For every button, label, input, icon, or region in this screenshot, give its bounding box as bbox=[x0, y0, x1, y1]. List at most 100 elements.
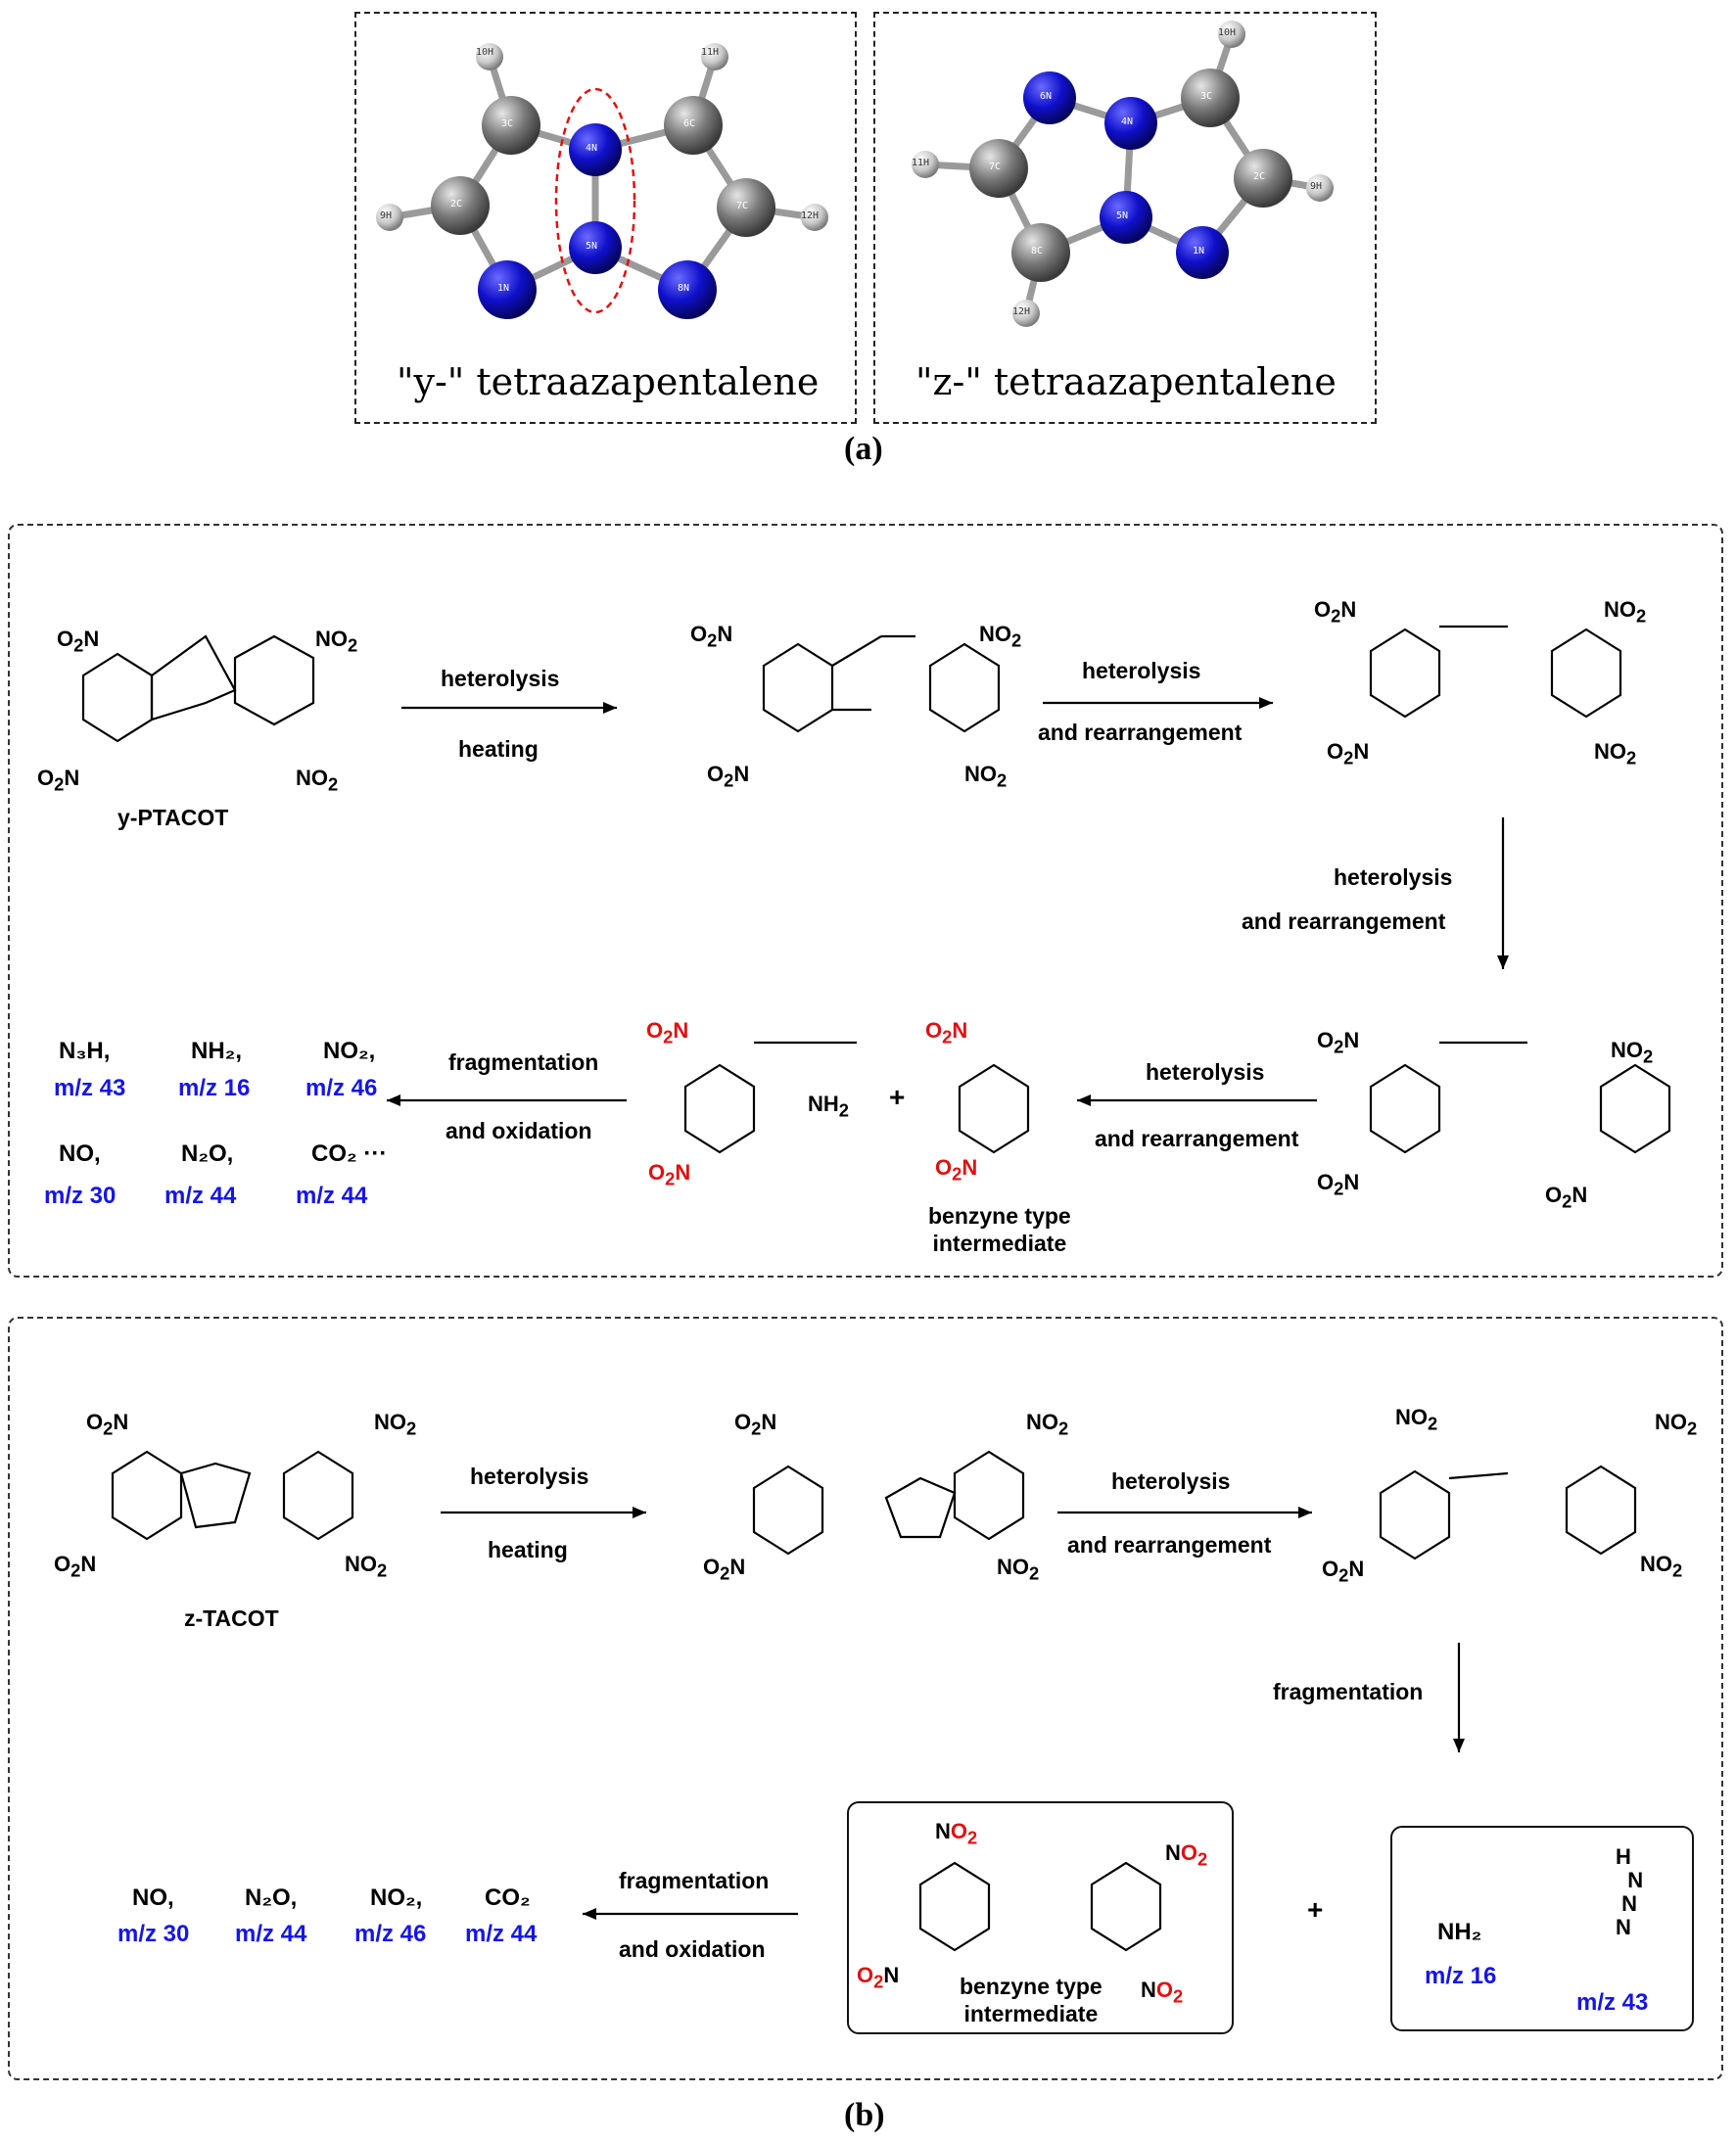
y-int3-no2-label: O2N bbox=[1545, 1183, 1588, 1212]
z-fragment-mz: m/z 30 bbox=[117, 1921, 190, 1947]
z-fragment: NO, bbox=[132, 1885, 174, 1911]
y-int3-no2-label: O2N bbox=[1317, 1170, 1360, 1199]
z-atom-label: 12H bbox=[1012, 306, 1031, 317]
y-atom-label: 2C bbox=[450, 199, 463, 209]
y-ptacot-no2-label: O2N bbox=[57, 627, 100, 656]
y-tetraazapentalene-caption: "y-" tetraazapentalene bbox=[397, 360, 820, 403]
y-atom-label: 10H bbox=[476, 47, 494, 58]
y-fragment-mz: m/z 46 bbox=[305, 1075, 378, 1101]
z-atom-label: 9H bbox=[1310, 181, 1323, 192]
z-atom-label: 2C bbox=[1253, 171, 1266, 182]
z-int2-no2-label: O2N bbox=[1322, 1557, 1365, 1586]
y-arrow5-top-label: fragmentation bbox=[448, 1049, 599, 1075]
y-benzyne-no2-label: O2N bbox=[935, 1155, 978, 1185]
y-atom-label: 8N bbox=[678, 283, 690, 294]
y-int1-no2-label: NO2 bbox=[964, 762, 1008, 791]
z-tetraazapentalene-caption: "z-" tetraazapentalene bbox=[915, 360, 1337, 403]
y-arrow3-top-label: heterolysis bbox=[1334, 864, 1453, 890]
y-tetraazapentalene-panel bbox=[354, 12, 857, 424]
z-benzyne-box bbox=[847, 1801, 1234, 2034]
panel-a-label: (a) bbox=[844, 431, 883, 467]
y-arrow3-bottom-label: and rearrangement bbox=[1242, 908, 1446, 934]
z-atom-label: 1N bbox=[1193, 246, 1205, 256]
z-int2-no2-label: NO2 bbox=[1395, 1405, 1438, 1434]
z-int1-no2-label: NO2 bbox=[997, 1555, 1040, 1584]
y-product-nh2-label: NH2 bbox=[808, 1092, 849, 1121]
y-int1-no2-label: NO2 bbox=[979, 622, 1022, 651]
z-tacot-no2-label: O2N bbox=[86, 1410, 129, 1439]
z-tacot-no2-label: O2N bbox=[54, 1552, 97, 1581]
z-atom-label: 11H bbox=[912, 158, 930, 168]
y-arrow4-bottom-label: and rearrangement bbox=[1095, 1126, 1299, 1151]
z-benzyne-no2-label: NO2 bbox=[1141, 1978, 1184, 2007]
z-fragment: CO₂ bbox=[485, 1885, 531, 1911]
y-arrow5-bottom-label: and oxidation bbox=[446, 1118, 592, 1143]
y-fragment-mz: m/z 43 bbox=[54, 1075, 126, 1101]
y-arrow1-top-label: heterolysis bbox=[441, 666, 560, 691]
y-ptacot-no2-label: NO2 bbox=[315, 627, 358, 656]
z-atom-label: 3C bbox=[1200, 91, 1213, 102]
y-arrow4-top-label: heterolysis bbox=[1146, 1059, 1265, 1085]
z-int2-no2-label: NO2 bbox=[1640, 1552, 1683, 1581]
z-arrow3-label: fragmentation bbox=[1273, 1679, 1424, 1704]
y-fragment-mz: m/z 44 bbox=[296, 1183, 368, 1209]
z-benzyne-no2-label: NO2 bbox=[935, 1819, 978, 1848]
z-nitrogen-fragments-box bbox=[1390, 1826, 1694, 2031]
z-int2-no2-label: NO2 bbox=[1655, 1410, 1698, 1439]
z-arrow2-top-label: heterolysis bbox=[1111, 1468, 1231, 1494]
y-fragment: NO, bbox=[59, 1140, 101, 1167]
y-fragment: NH₂, bbox=[191, 1038, 242, 1064]
y-product-no2-label: O2N bbox=[646, 1018, 689, 1047]
z-nh2-mz: m/z 16 bbox=[1425, 1963, 1497, 1989]
y-atom-label: 3C bbox=[501, 118, 514, 129]
y-arrow1-bottom-label: heating bbox=[458, 736, 539, 762]
y-atom-label: 1N bbox=[497, 283, 510, 294]
y-fragment: CO₂ ··· bbox=[311, 1140, 388, 1167]
z-atom-label: 8C bbox=[1031, 246, 1044, 256]
y-ptacot-scheme-panel bbox=[8, 524, 1723, 1278]
z-nh2-label: NH₂ bbox=[1437, 1919, 1482, 1945]
z-tacot-no2-label: NO2 bbox=[345, 1552, 388, 1581]
z-benzyne-no2-label: O2N bbox=[857, 1963, 900, 1992]
z-arrow1-top-label: heterolysis bbox=[470, 1464, 589, 1489]
z-tacot-scheme-panel bbox=[8, 1317, 1723, 2080]
y-int1-no2-label: O2N bbox=[690, 622, 733, 651]
z-tetraazapentalene-panel bbox=[873, 12, 1377, 424]
y-fragment: NO₂, bbox=[323, 1038, 376, 1064]
z-atom-label: 10H bbox=[1218, 27, 1237, 38]
z-tacot-name: z-TACOT bbox=[184, 1606, 279, 1631]
y-product-no2-label: O2N bbox=[648, 1160, 691, 1189]
z-arrow1-bottom-label: heating bbox=[488, 1537, 568, 1562]
y-int2-no2-label: O2N bbox=[1314, 597, 1357, 627]
z-atom-label: 7C bbox=[989, 162, 1002, 172]
z-fragment: N₂O, bbox=[245, 1885, 298, 1911]
y-fragment-mz: m/z 16 bbox=[178, 1075, 251, 1101]
y-ptacot-no2-label: NO2 bbox=[296, 766, 339, 795]
z-tacot-no2-label: NO2 bbox=[374, 1410, 417, 1439]
z-atom-label: 5N bbox=[1116, 210, 1129, 221]
y-fragment: N₃H, bbox=[59, 1038, 111, 1064]
y-atom-label: 4N bbox=[586, 143, 598, 154]
y-atom-label: 9H bbox=[380, 210, 393, 221]
y-int1-no2-label: O2N bbox=[707, 762, 750, 791]
z-arrow2-bottom-label: and rearrangement bbox=[1067, 1532, 1272, 1558]
z-fragment-mz: m/z 46 bbox=[354, 1921, 427, 1947]
y-atom-label: 7C bbox=[736, 201, 749, 211]
z-int1-no2-label: O2N bbox=[703, 1555, 746, 1584]
z-arrow4-top-label: fragmentation bbox=[619, 1868, 770, 1893]
y-arrow2-top-label: heterolysis bbox=[1082, 658, 1201, 683]
z-atom-label: 6N bbox=[1040, 91, 1053, 102]
y-int3-no2-label: O2N bbox=[1317, 1028, 1360, 1057]
y-ptacot-no2-label: O2N bbox=[37, 766, 80, 795]
y-int2-no2-label: O2N bbox=[1327, 739, 1370, 768]
panel-b-label: (b) bbox=[844, 2097, 885, 2133]
z-int1-no2-label: NO2 bbox=[1026, 1410, 1069, 1439]
y-int3-no2-label: NO2 bbox=[1611, 1038, 1654, 1067]
y-benzyne-no2-label: O2N bbox=[925, 1018, 968, 1047]
z-arrow4-bottom-label: and oxidation bbox=[619, 1936, 766, 1962]
y-ptacot-name: y-PTACOT bbox=[117, 805, 229, 830]
